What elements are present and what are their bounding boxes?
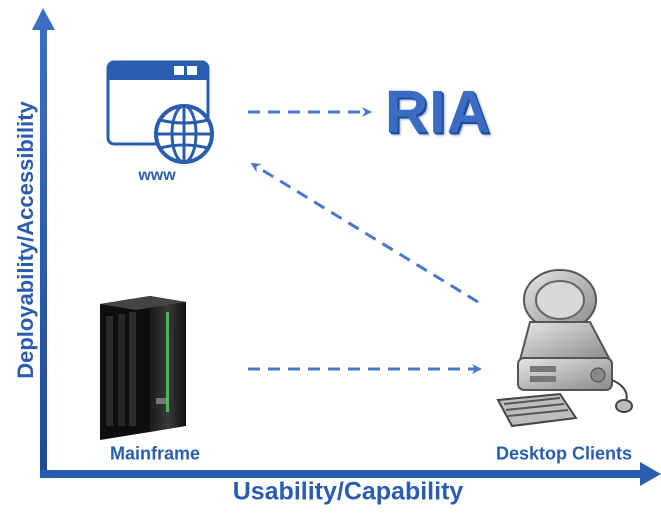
desktop-clients-label: Desktop Clients bbox=[495, 443, 633, 464]
y-axis bbox=[32, 8, 55, 478]
www-label: www bbox=[138, 167, 176, 184]
browser-globe-icon bbox=[106, 60, 214, 164]
arrow-desktop-to-www bbox=[250, 162, 479, 304]
desktop-computer-icon bbox=[496, 269, 633, 428]
mainframe-label: Mainframe bbox=[109, 443, 201, 464]
ria-label: RIA bbox=[384, 78, 492, 146]
mainframe-server-icon bbox=[100, 296, 186, 440]
x-axis-label: Usability/Capability bbox=[232, 477, 464, 506]
x-axis bbox=[40, 462, 661, 486]
y-axis-label: Deployability/Accessibility bbox=[13, 101, 38, 379]
